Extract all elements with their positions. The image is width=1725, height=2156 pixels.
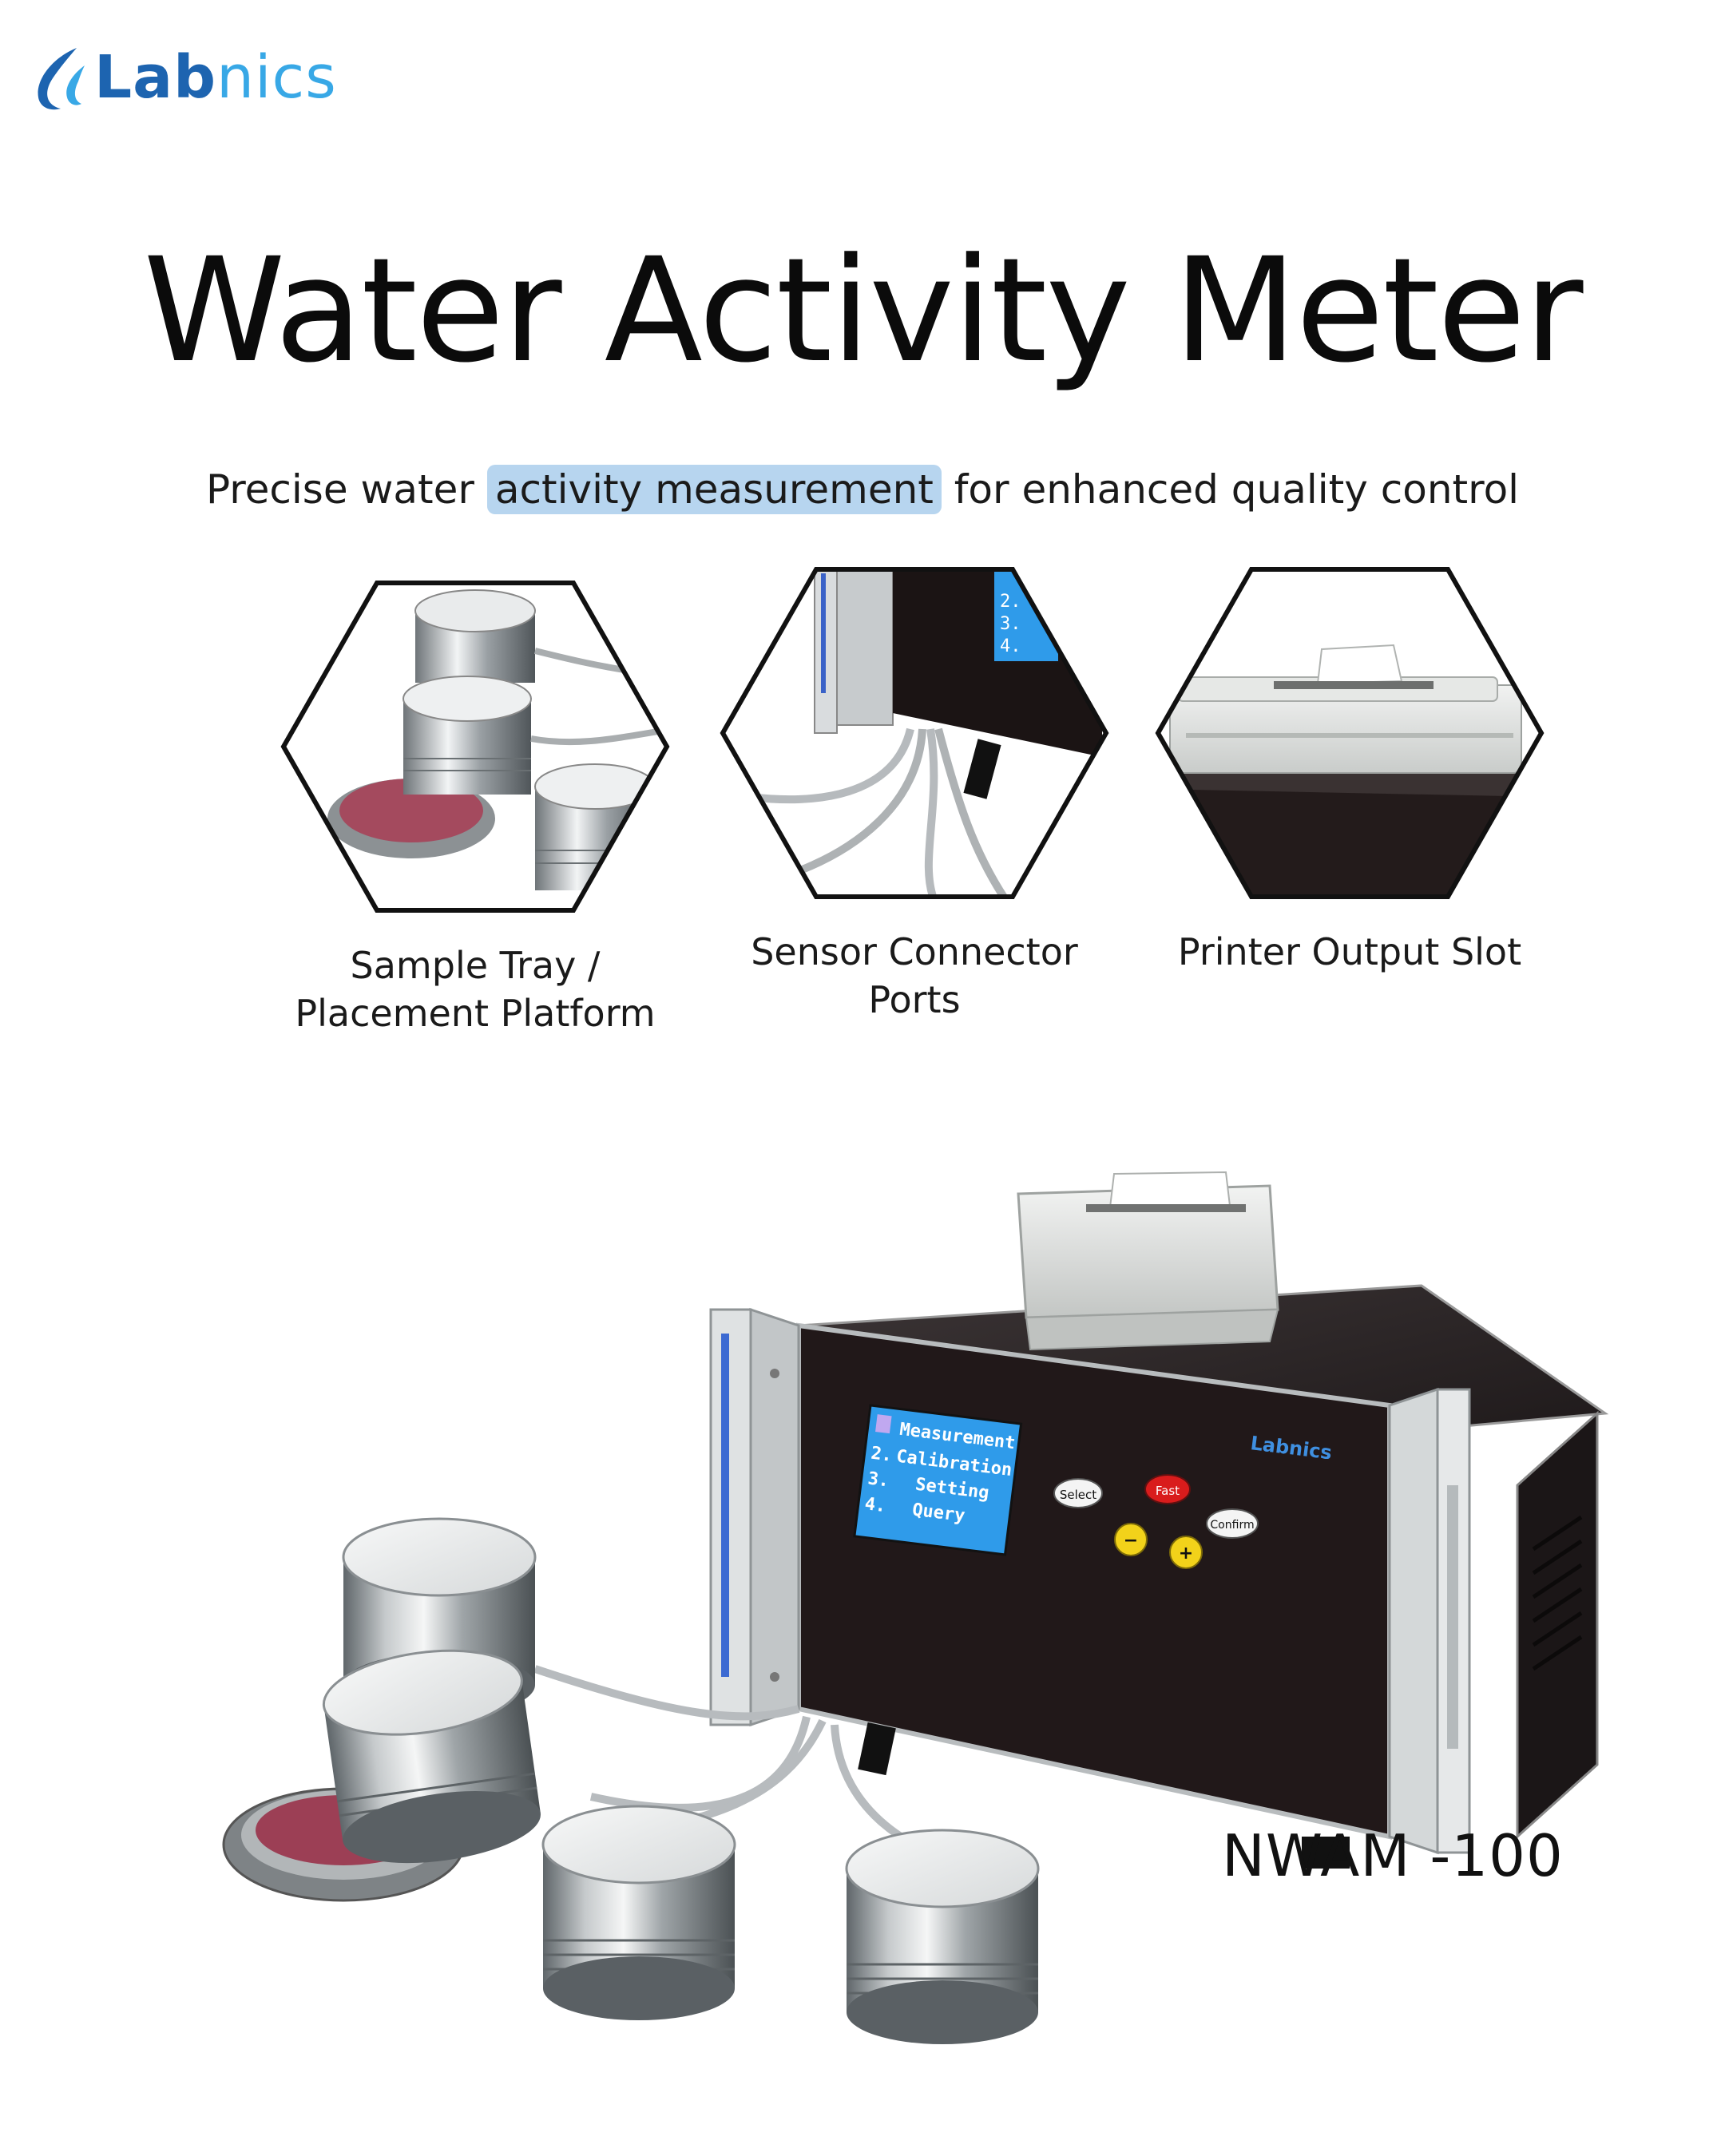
labnics-logo-icon [38, 48, 85, 110]
brand-name-light: nics [216, 43, 337, 112]
printer-slot-icon [1155, 567, 1545, 899]
screen-number: 2. [870, 1444, 893, 1466]
screen-number: 4. [863, 1494, 886, 1516]
feature-sample-tray: Sample Tray / Placement Platform [268, 579, 683, 1037]
sensor-cup [322, 1649, 541, 1864]
lcd-screen [853, 1404, 1023, 1556]
fast-button-label: Fast [1156, 1484, 1180, 1498]
sensor-cup [541, 1805, 736, 2020]
feature-caption-line: Sensor Connector [751, 930, 1078, 973]
minus-button-label: − [1124, 1531, 1138, 1551]
feature-sensor-ports: 2. 3. 4. Sensor Connector Ports [707, 565, 1122, 1024]
subtitle-highlight: activity measurement [486, 465, 942, 514]
plus-button[interactable]: + [1169, 1536, 1203, 1569]
svg-text:2.: 2. [1000, 592, 1021, 612]
page-title: Water Activity Meter [143, 228, 1583, 394]
feature-printer-slot: Printer Output Slot [1142, 565, 1557, 976]
screen-number: 3. [866, 1468, 890, 1491]
confirm-button[interactable]: Confirm [1206, 1508, 1259, 1539]
feature-caption-line: Placement Platform [295, 992, 656, 1035]
confirm-button-label: Confirm [1210, 1519, 1254, 1532]
feature-caption-line: Sample Tray / [350, 944, 601, 987]
subtitle-before: Precise water [205, 466, 487, 513]
select-button-label: Select [1060, 1488, 1096, 1502]
brand-name-strong: Lab [94, 43, 217, 112]
printer [1017, 1171, 1279, 1351]
feature-caption-line: Printer Output Slot [1177, 930, 1522, 973]
minus-button[interactable]: − [1114, 1523, 1148, 1556]
page-subtitle: Precise water activity measurement for e… [0, 462, 1725, 517]
sensor-ports-icon: 2. 3. 4. [720, 567, 1109, 899]
subtitle-after: for enhanced quality control [941, 466, 1520, 513]
feature-caption-line: Ports [868, 978, 961, 1021]
brand-wordmark: Labnics [94, 48, 337, 107]
brand-logo: Labnics [29, 34, 337, 121]
product-illustration: Measurement 2. Calibration 3. Setting 4.… [222, 1171, 1609, 2044]
plus-button-label: + [1179, 1544, 1193, 1563]
feature-caption: Printer Output Slot [1142, 928, 1557, 976]
feature-caption: Sample Tray / Placement Platform [268, 941, 683, 1037]
svg-text:4.: 4. [1000, 636, 1021, 656]
svg-text:3.: 3. [1000, 614, 1021, 634]
sample-tray-icon [280, 581, 670, 913]
sensor-cup [845, 1829, 1040, 2044]
feature-caption: Sensor Connector Ports [707, 928, 1122, 1024]
select-button[interactable]: Select [1053, 1478, 1103, 1508]
model-number: NWAM -100 [1222, 1822, 1564, 1889]
fast-button[interactable]: Fast [1144, 1474, 1191, 1504]
